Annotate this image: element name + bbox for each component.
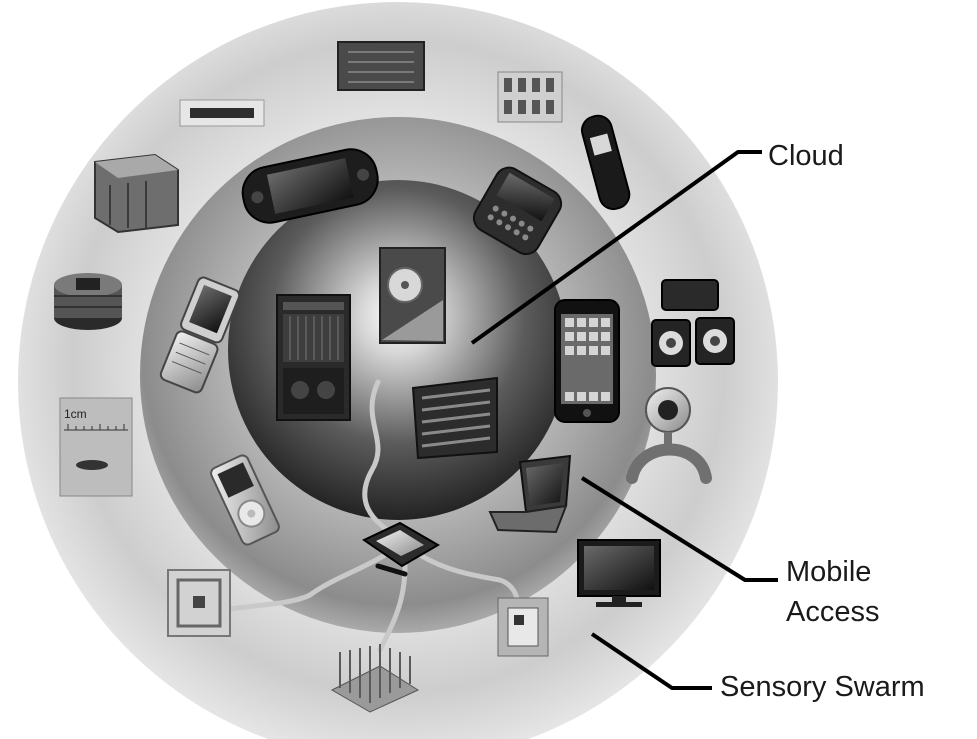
coin-battery-stack xyxy=(54,273,122,330)
mobile-access-label-line2: Access xyxy=(786,592,879,632)
cloud-label: Cloud xyxy=(768,139,844,173)
ruler-label: 1cm xyxy=(64,407,87,421)
storage-array xyxy=(413,378,497,458)
iphone xyxy=(555,300,619,422)
mobile-access-label: Mobile Access xyxy=(786,552,879,632)
sensory-swarm-label: Sensory Swarm xyxy=(720,670,925,704)
circuit-module xyxy=(338,42,424,90)
data-center-photo xyxy=(380,248,445,343)
sensor-pattern xyxy=(498,72,562,122)
small-sensor xyxy=(498,598,548,656)
monitor xyxy=(578,540,660,607)
cube-node xyxy=(95,155,178,232)
mobile-access-label-line1: Mobile xyxy=(786,552,879,592)
memory-chip xyxy=(180,100,264,126)
ruler-sensor: 1cm xyxy=(60,398,132,496)
rfid-tag xyxy=(168,570,230,636)
server-rack xyxy=(277,295,350,420)
